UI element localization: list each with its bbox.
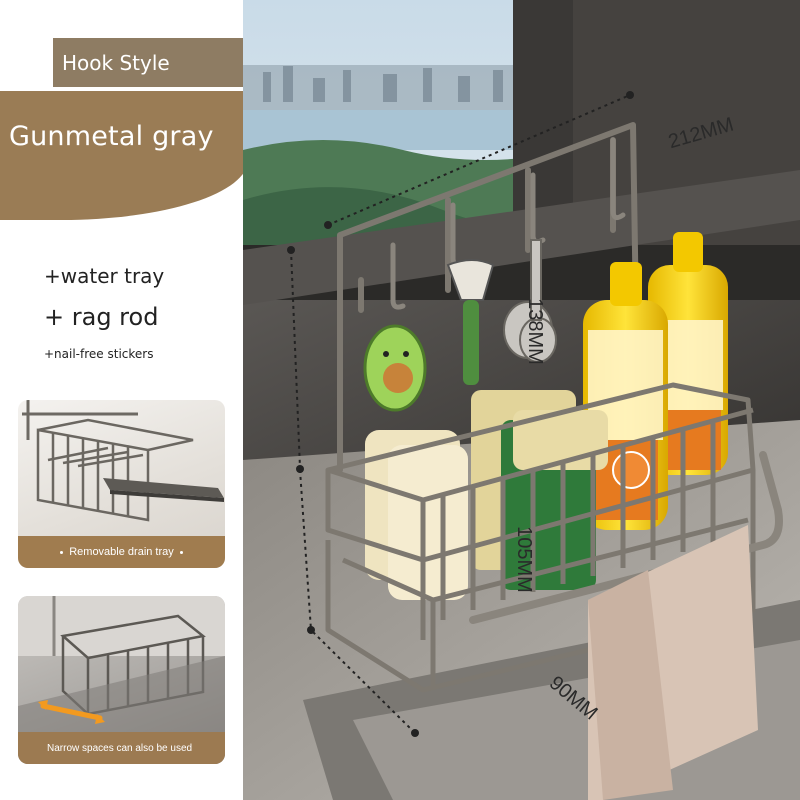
info-panel: Hook Style Gunmetal gray +water tray + r… — [0, 0, 248, 800]
caption-text: Narrow spaces can also be used — [47, 742, 193, 754]
product-photo: 212MM 138MM 105MM 90MM — [243, 0, 800, 800]
feature-water-tray: +water tray — [44, 264, 165, 288]
feature-nail-free-stickers: +nail-free stickers — [44, 347, 154, 361]
style-tag: Hook Style — [53, 38, 246, 87]
product-scene — [243, 0, 800, 800]
style-label: Hook Style — [62, 50, 170, 75]
avocado-sponge — [363, 324, 427, 412]
dimension-lower-height: 105MM — [512, 526, 535, 593]
thumbnail-caption: Narrow spaces can also be used — [18, 732, 225, 764]
color-label: Gunmetal gray — [9, 121, 214, 152]
thumbnail-caption: Removable drain tray — [18, 536, 225, 568]
caption-text: Removable drain tray — [69, 546, 174, 558]
dimension-upper-height: 138MM — [523, 298, 546, 365]
bullet-icon — [60, 550, 64, 554]
thumbnail-narrow-space: Narrow spaces can also be used — [18, 596, 225, 764]
drain-tray-illustration — [22, 400, 224, 522]
thumbnail-drain-tray: Removable drain tray — [18, 400, 225, 568]
color-band: Gunmetal gray — [0, 91, 248, 220]
bullet-icon — [179, 550, 183, 554]
feature-rag-rod: + rag rod — [44, 303, 159, 331]
